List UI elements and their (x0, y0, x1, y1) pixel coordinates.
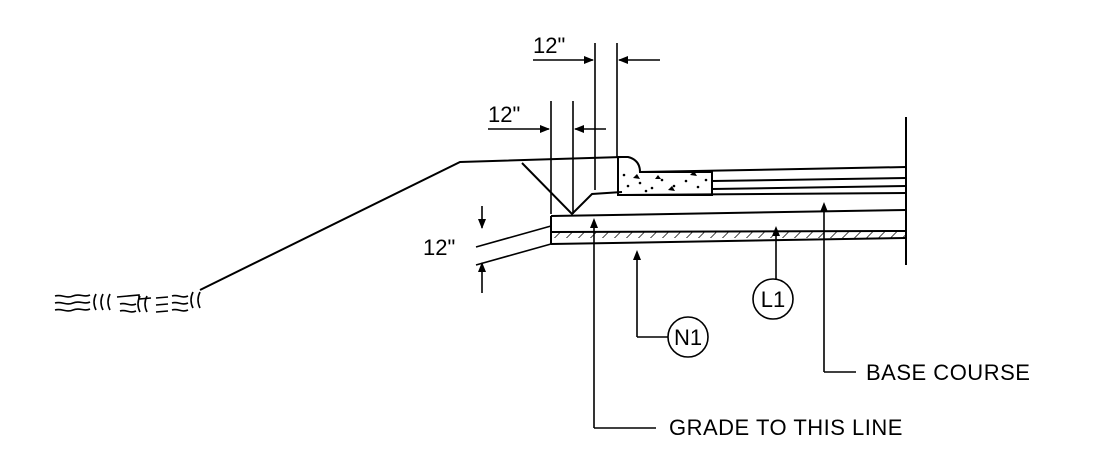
curb-section (617, 156, 713, 196)
middle-dimension (488, 101, 606, 214)
base-course-label: BASE COURSE (866, 360, 1030, 385)
top-dimension-label: 12" (533, 33, 565, 58)
fill-slope-line (199, 156, 623, 291)
left-dimension (475, 206, 552, 293)
pavement-layers (621, 166, 907, 196)
grade-line-leader (590, 218, 656, 429)
base-course-leader (820, 202, 856, 373)
curb-aggregate-marks (622, 171, 708, 193)
ditch-v (521, 162, 623, 216)
l1-leader (752, 226, 794, 320)
left-dimension-label: 12" (423, 235, 455, 260)
natural-ground-symbol (54, 291, 201, 313)
n1-leader (633, 250, 709, 358)
base-course-block (550, 209, 907, 245)
grade-line-label: GRADE TO THIS LINE (669, 415, 903, 440)
n1-callout: N1 (674, 325, 702, 350)
l1-callout: L1 (761, 287, 785, 312)
top-dimension (533, 43, 660, 190)
middle-dimension-label: 12" (488, 102, 520, 127)
